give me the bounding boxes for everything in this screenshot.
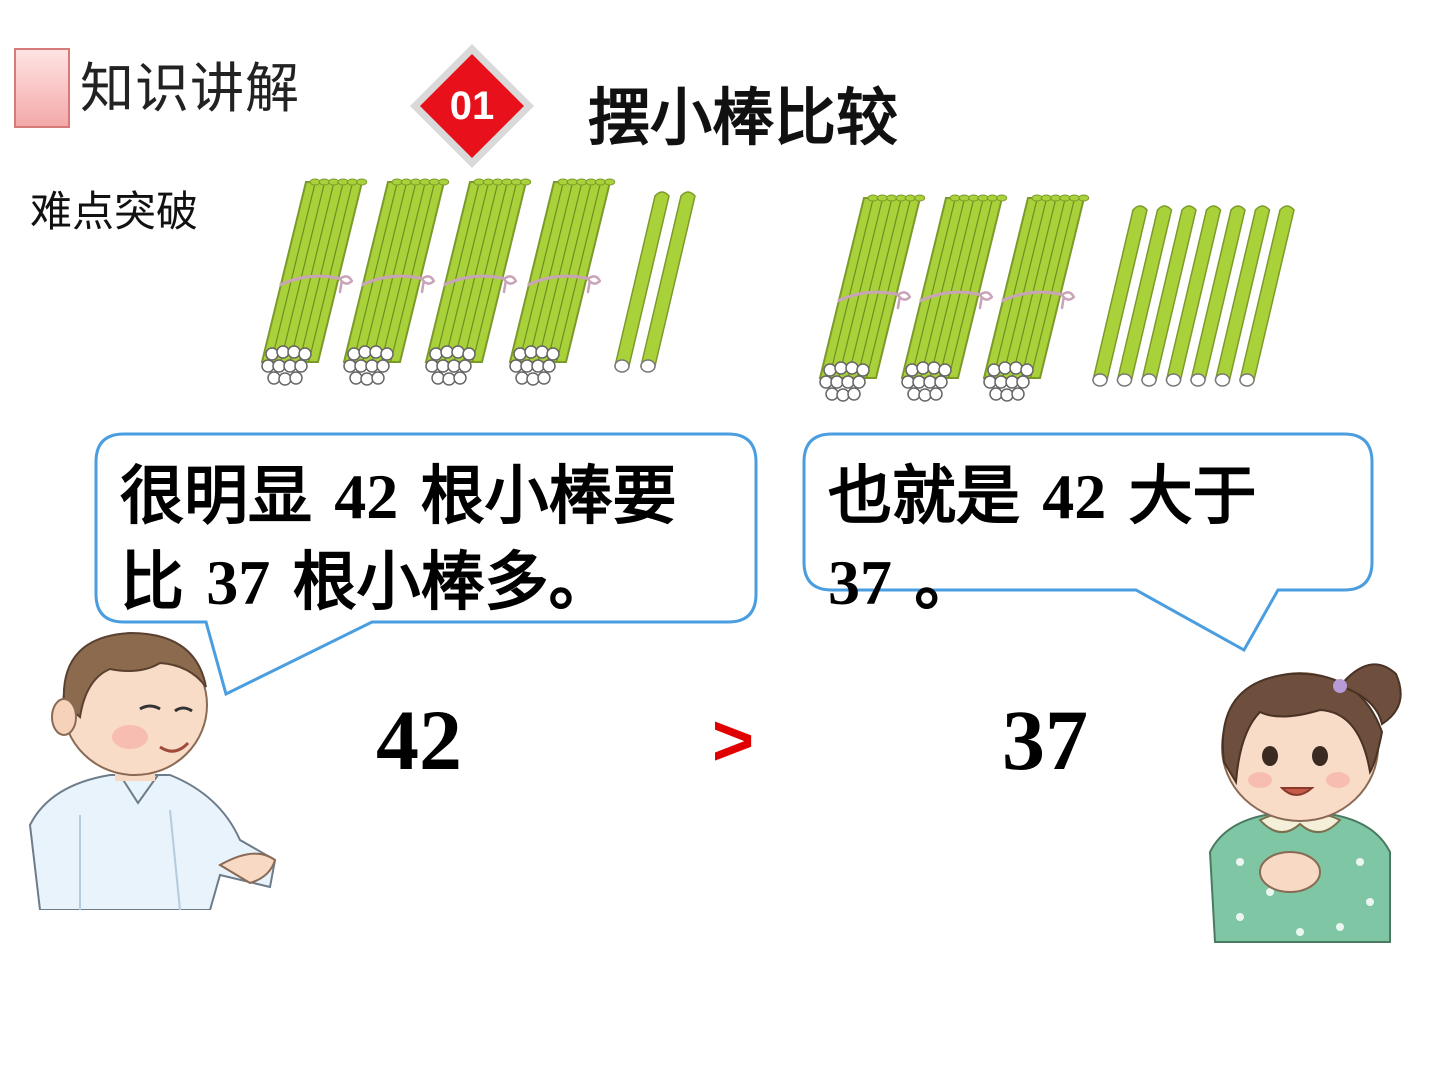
bubble-right-text: 也就是 42 大于 37 。: [828, 460, 1257, 620]
single-stick-right-5: [1190, 205, 1246, 387]
greater-than-sign: >: [712, 701, 755, 781]
badge-number: 01: [449, 84, 495, 128]
stick-bundle-left-1: [260, 178, 368, 386]
single-stick-left-1: [614, 191, 670, 373]
stick-bundle-right-3: [982, 194, 1090, 402]
single-stick-left-2: [640, 191, 696, 373]
speech-bubble-right: [802, 432, 1374, 653]
compare-left-number: 42: [376, 692, 462, 788]
single-stick-right-7: [1239, 205, 1295, 387]
girl-illustration: [1208, 663, 1402, 943]
stick-bundle-left-3: [424, 178, 532, 386]
stick-bundle-right-1: [818, 194, 926, 402]
section-marker: [14, 48, 70, 128]
boy-illustration: [28, 631, 277, 910]
speech-bubble-left: [94, 432, 758, 697]
stick-bundle-left-4: [508, 178, 616, 386]
single-stick-right-1: [1092, 205, 1148, 387]
single-stick-right-2: [1116, 205, 1173, 387]
single-stick-right-4: [1165, 205, 1222, 387]
lesson-title: 摆小棒比较: [588, 81, 899, 154]
compare-right-number: 37: [1002, 692, 1088, 788]
sub-title: 难点突破: [30, 187, 199, 236]
section-title: 知识讲解: [80, 57, 300, 120]
number-badge: [410, 44, 534, 168]
stick-bundle-left-2: [342, 178, 450, 386]
single-stick-right-6: [1214, 205, 1271, 387]
single-stick-right-3: [1141, 205, 1197, 387]
stick-bundle-right-2: [900, 194, 1008, 402]
bubble-left-text: 很明显 42 根小棒要 比 37 根小棒多。: [120, 460, 677, 620]
